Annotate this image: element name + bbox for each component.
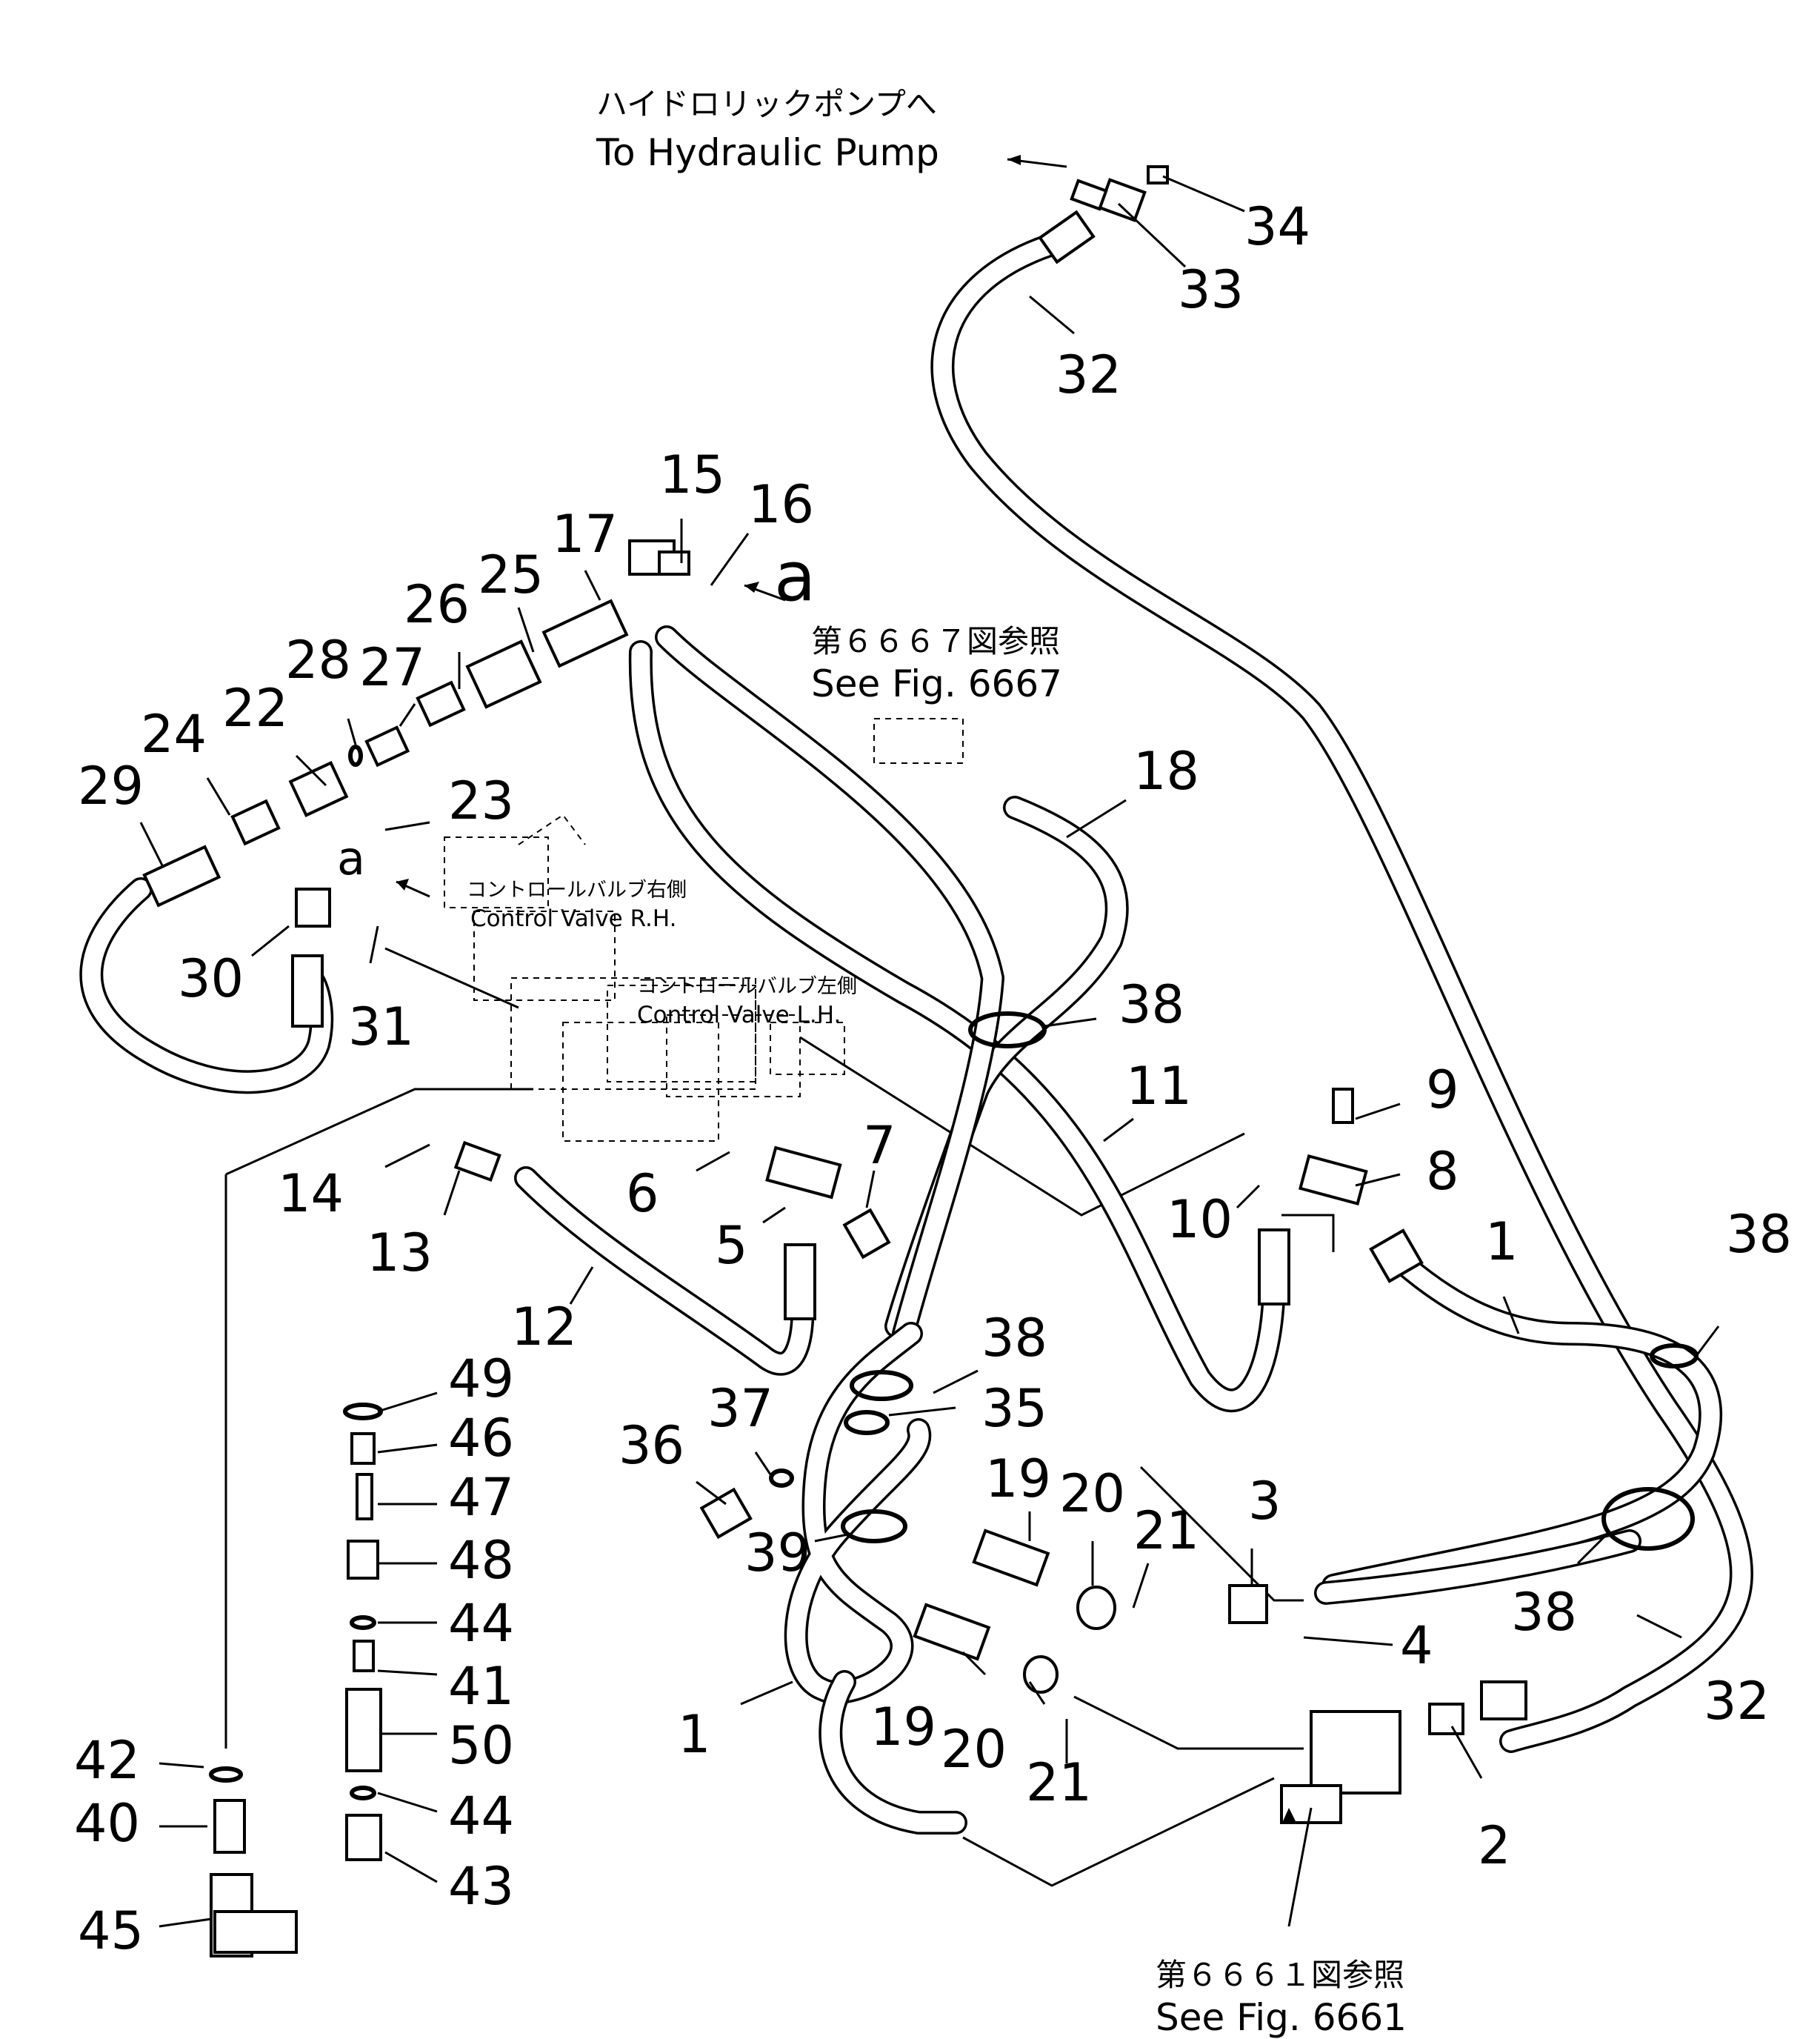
callout-50: 50 [448, 1715, 514, 1776]
callout-41: 41 [448, 1656, 514, 1717]
callout-6: 6 [626, 1163, 659, 1224]
hose-18-bundle [655, 625, 1129, 1346]
callout-21-lower: 21 [1026, 1752, 1092, 1813]
callout-24: 24 [141, 704, 207, 765]
callout-15: 15 [659, 445, 725, 505]
hose-11 [628, 640, 1286, 1413]
control-valve-ghost [444, 718, 964, 1142]
callout-13: 13 [367, 1223, 433, 1283]
callout-30: 30 [178, 948, 244, 1009]
callout-18: 18 [1133, 741, 1199, 802]
callout-48: 48 [448, 1530, 514, 1591]
callout-44-upper: 44 [448, 1593, 514, 1654]
reference-mark-a-left: a [337, 831, 365, 885]
clamps [841, 1011, 1699, 1551]
callout-38-lower: 38 [1511, 1582, 1577, 1643]
note-pump-en: To Hydraulic Pump [596, 131, 939, 174]
callout-4: 4 [1400, 1615, 1433, 1676]
callout-8: 8 [1426, 1141, 1459, 1202]
callout-19-lower: 19 [870, 1697, 936, 1757]
reference-notes: ハイドロリックポンプへ To Hydraulic Pump 第６６６７図参照 S… [337, 86, 1407, 2039]
callout-32-lower: 32 [1704, 1671, 1770, 1732]
hose-12 [514, 1166, 815, 1376]
callout-19-upper: 19 [985, 1448, 1051, 1509]
callout-16: 16 [748, 474, 814, 535]
note-control-valve-rh-en: Control Valve R.H. [470, 905, 677, 932]
callout-28: 28 [285, 630, 351, 691]
callout-33: 33 [1178, 259, 1244, 320]
callout-46: 46 [448, 1408, 514, 1468]
callout-20-upper: 20 [1059, 1463, 1125, 1524]
callout-17: 17 [552, 504, 618, 565]
callout-20-lower: 20 [941, 1719, 1007, 1780]
note-control-valve-rh-jp: コントロールバルブ右側 [467, 879, 687, 902]
connector-lines [224, 947, 1335, 1887]
callout-34: 34 [1244, 196, 1310, 257]
hose-1-right [1321, 1255, 1723, 1597]
callout-36: 36 [619, 1415, 684, 1476]
note-fig6667-en: See Fig. 6667 [811, 662, 1062, 705]
callout-22: 22 [222, 678, 288, 739]
callout-29: 29 [78, 756, 144, 816]
note-control-valve-lh-jp: コントロールバルブ左側 [637, 975, 857, 998]
callout-44-lower: 44 [448, 1786, 514, 1846]
callout-2: 2 [1478, 1815, 1511, 1876]
callout-9: 9 [1426, 1060, 1459, 1120]
note-fig6661-jp: 第６６６１図参照 [1156, 1957, 1404, 1993]
note-control-valve-lh-en: Control Valve L.H. [637, 1002, 841, 1028]
callout-23: 23 [448, 771, 514, 831]
callout-40: 40 [74, 1793, 140, 1854]
leader-lines [139, 155, 1720, 1928]
callout-35: 35 [981, 1378, 1047, 1439]
callout-37: 37 [707, 1378, 773, 1439]
callout-32: 32 [1056, 345, 1121, 405]
callout-1-left: 1 [678, 1704, 711, 1765]
callout-3: 3 [1248, 1471, 1281, 1531]
callout-12: 12 [511, 1297, 577, 1357]
callout-7: 7 [863, 1115, 896, 1176]
callout-31: 31 [348, 997, 414, 1057]
part-callouts: 34 33 32 15 16 17 25 26 28 27 24 22 29 2… [74, 196, 1792, 1961]
callout-43: 43 [448, 1856, 514, 1917]
note-fig6667-jp: 第６６６７図参照 [811, 623, 1060, 659]
callout-26: 26 [404, 574, 470, 635]
callout-49: 49 [448, 1348, 514, 1409]
callout-45: 45 [78, 1900, 144, 1961]
note-fig6661-en: See Fig. 6661 [1156, 1996, 1407, 2039]
callout-38-right: 38 [1726, 1204, 1792, 1265]
callout-21-upper: 21 [1133, 1500, 1199, 1561]
callout-14: 14 [278, 1163, 344, 1224]
fittings [142, 165, 1527, 1957]
callout-47: 47 [448, 1467, 514, 1528]
hose-32 [930, 233, 1753, 1753]
callout-5: 5 [715, 1215, 748, 1276]
callout-27: 27 [359, 637, 425, 698]
callout-38-top: 38 [1119, 974, 1184, 1035]
callout-1-right: 1 [1485, 1211, 1519, 1272]
callout-25: 25 [478, 545, 544, 605]
reference-mark-a-top: a [774, 537, 816, 616]
callout-11: 11 [1126, 1056, 1192, 1117]
note-pump-jp: ハイドロリックポンプへ [596, 86, 937, 122]
callout-42: 42 [74, 1730, 140, 1791]
callout-39: 39 [744, 1523, 810, 1583]
callout-38-mid: 38 [981, 1308, 1047, 1368]
callout-10: 10 [1167, 1189, 1233, 1250]
hose-3 [1314, 1529, 1641, 1605]
